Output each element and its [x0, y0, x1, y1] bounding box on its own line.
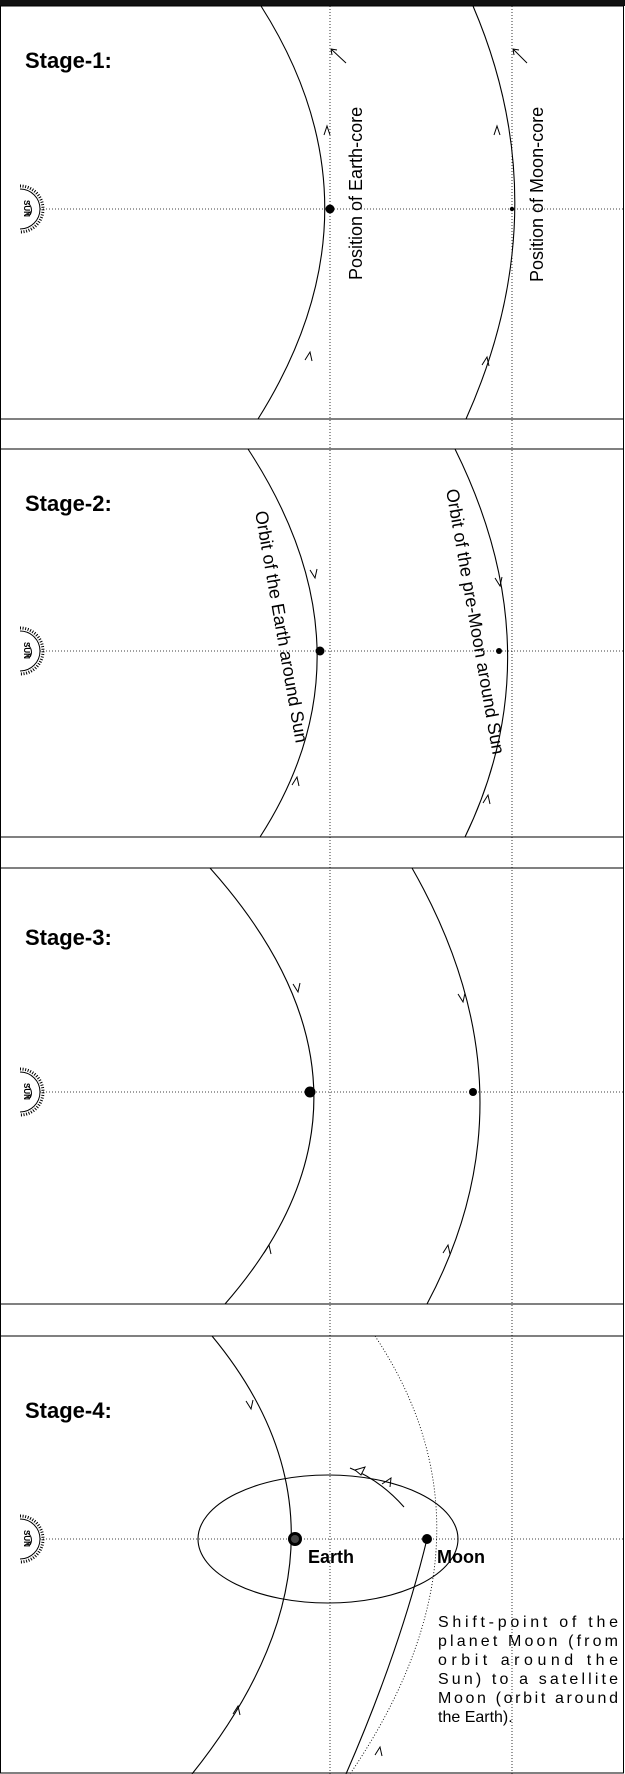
stage-3-title: Stage-3:	[25, 925, 112, 950]
arrow-icon	[493, 124, 501, 136]
sun-icon: SUN	[18, 184, 45, 234]
arrow-icon	[291, 775, 300, 787]
earth-orbit-label: Orbit of the Earth around Sun	[251, 509, 312, 744]
former-moon-orbit	[349, 1335, 438, 1774]
arrow-icon	[292, 982, 301, 994]
stage-1-title: Stage-1:	[25, 48, 112, 73]
arrow-icon	[494, 576, 503, 588]
svg-text:SUN: SUN	[22, 200, 31, 217]
sun-icon: SUN	[18, 626, 45, 676]
arrow-icon	[323, 124, 331, 136]
moon-label: Moon	[437, 1547, 485, 1567]
svg-text:Sun) to a satellite: Sun) to a satellite	[438, 1671, 618, 1688]
svg-text:SUN: SUN	[22, 1530, 31, 1547]
arrow-icon	[263, 1243, 272, 1255]
stage-4-earth-orbit	[191, 1335, 292, 1774]
stage-4-moon-orbit	[345, 1538, 428, 1774]
arrow-icon	[374, 1745, 383, 1757]
stage-1-earth-orbit	[257, 5, 326, 420]
earth-core-dot	[325, 204, 335, 214]
arrow-icon	[512, 48, 520, 56]
stage-2-earth-orbit	[247, 448, 318, 838]
svg-text:Moon (orbit around: Moon (orbit around	[438, 1690, 618, 1707]
gap-1	[0, 418, 624, 450]
arrow-icon	[330, 48, 338, 56]
moon-core-dot	[509, 206, 515, 212]
stage-2-title: Stage-2:	[25, 491, 112, 516]
gap-2	[0, 836, 624, 869]
stage-2-moon-orbit	[454, 448, 509, 838]
moon-dot	[496, 648, 502, 654]
transfer-arrow-icon	[353, 1466, 366, 1476]
sun-icon: SUN	[18, 1067, 45, 1117]
gap-3	[0, 1303, 624, 1337]
arrow-icon	[457, 992, 466, 1004]
arrow-icon	[309, 568, 318, 580]
arrow-icon	[442, 1243, 451, 1255]
svg-text:planet Moon (from: planet Moon (from	[438, 1633, 618, 1650]
moon-core-label: Position of Moon-core	[527, 107, 547, 282]
earth-core	[291, 1535, 299, 1543]
earth-core-label: Position of Earth-core	[346, 107, 366, 280]
pointer-line	[512, 48, 528, 64]
top-border	[0, 0, 625, 6]
sun-icon: SUN	[18, 1514, 45, 1564]
arrow-icon	[245, 1399, 254, 1411]
stage-4-frame	[0, 1335, 624, 1774]
shift-point-description: Shift-point of the planet Moon (from orb…	[438, 1614, 618, 1726]
moon-orbit-around-earth	[197, 1474, 459, 1604]
arrow-icon	[482, 793, 491, 805]
pointer-line	[330, 48, 347, 64]
moon-dot	[422, 1534, 432, 1544]
moon-dot	[469, 1088, 477, 1096]
stage-1-moon-orbit	[465, 5, 516, 420]
arrow-icon	[381, 1476, 392, 1488]
transfer-path	[349, 1467, 405, 1508]
svg-text:SUN: SUN	[22, 1083, 31, 1100]
moon-orbit-label: Orbit of the pre-Moon around Sun	[442, 487, 508, 756]
arrow-icon	[304, 350, 313, 362]
svg-text:orbit around the: orbit around the	[438, 1652, 618, 1669]
svg-text:Shift-point of the: Shift-point of the	[438, 1614, 618, 1631]
earth-dot	[304, 1086, 316, 1098]
arrow-icon	[481, 355, 490, 367]
earth-label: Earth	[308, 1547, 354, 1567]
earth-dot	[315, 646, 325, 656]
arrow-icon	[232, 1704, 241, 1716]
svg-text:SUN: SUN	[22, 642, 31, 659]
svg-text:the Earth).: the Earth).	[438, 1709, 513, 1726]
stage-3-moon-orbit	[411, 867, 481, 1305]
stage-3-earth-orbit	[209, 867, 315, 1305]
stage-4-title: Stage-4:	[25, 1398, 112, 1423]
